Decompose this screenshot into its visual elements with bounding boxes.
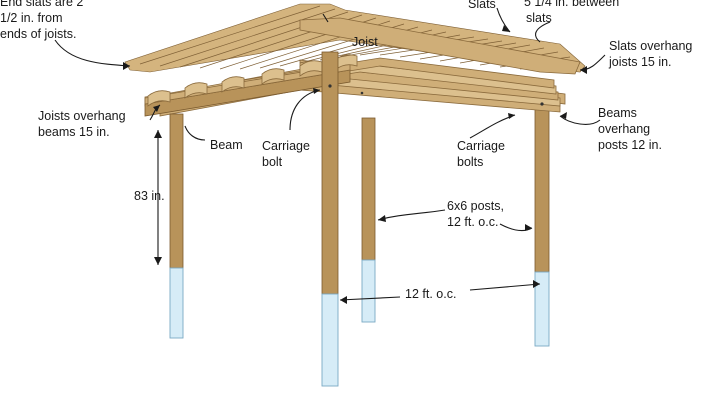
beams-overhang-line3: posts 12 in. bbox=[598, 138, 662, 152]
label-joist: Joist bbox=[352, 35, 378, 49]
label-carriage-bolt: Carriage bolt bbox=[262, 139, 310, 169]
slat-spacing-line1: 5 1/4 in. between bbox=[524, 0, 619, 9]
carriage-bolt-line2: bolt bbox=[262, 155, 283, 169]
label-carriage-bolts: Carriage bolts bbox=[457, 139, 505, 169]
slat-spacing-line2: slats bbox=[526, 11, 552, 25]
label-posts: 6x6 posts, 12 ft. o.c. bbox=[447, 199, 504, 229]
back-right-post bbox=[534, 99, 550, 347]
joists-overhang-line1: Joists overhang bbox=[38, 109, 126, 123]
leader-lines bbox=[54, 7, 606, 301]
carriage-bolt-line1: Carriage bbox=[262, 139, 310, 153]
label-joists-overhang: Joists overhang beams 15 in. bbox=[38, 109, 126, 139]
label-slats: Slats bbox=[468, 0, 496, 11]
label-slat-spacing: 5 1/4 in. between slats bbox=[524, 0, 619, 25]
posts-line2: 12 ft. o.c. bbox=[447, 215, 498, 229]
beams-overhang-line2: overhang bbox=[598, 122, 650, 136]
joist-ends bbox=[147, 54, 358, 107]
label-beam: Beam bbox=[210, 138, 243, 152]
label-end-slats: End slats are 2 1/2 in. from ends of joi… bbox=[0, 0, 83, 41]
back-middle-post bbox=[361, 117, 376, 323]
label-beams-overhang: Beams overhang posts 12 in. bbox=[598, 106, 662, 152]
joists-overhang-line2: beams 15 in. bbox=[38, 125, 110, 139]
end-slats-line3: ends of joists. bbox=[0, 27, 76, 41]
beams-overhang-line1: Beams bbox=[598, 106, 637, 120]
end-slats-line1: End slats are 2 bbox=[0, 0, 83, 9]
arrowheads bbox=[123, 25, 587, 304]
slats bbox=[124, 3, 586, 75]
label-post-height: 83 in. bbox=[134, 189, 165, 203]
slats-overhang-line2: joists 15 in. bbox=[608, 55, 672, 69]
posts-line1: 6x6 posts, bbox=[447, 199, 504, 213]
front-middle-post bbox=[321, 51, 339, 387]
front-left-post bbox=[169, 113, 184, 339]
slats-overhang-line1: Slats overhang bbox=[609, 39, 692, 53]
end-slats-line2: 1/2 in. from bbox=[0, 11, 63, 25]
label-slats-overhang: Slats overhang joists 15 in. bbox=[608, 39, 692, 69]
carriage-bolts bbox=[328, 84, 544, 106]
carriage-bolts-line1: Carriage bbox=[457, 139, 505, 153]
carriage-bolts-line2: bolts bbox=[457, 155, 483, 169]
label-post-spacing: 12 ft. o.c. bbox=[405, 287, 456, 301]
